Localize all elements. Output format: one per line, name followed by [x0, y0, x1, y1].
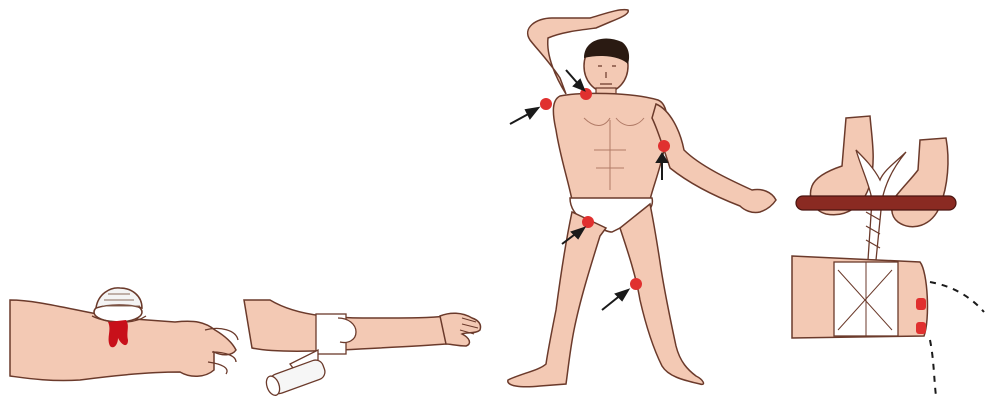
gauze-roll — [96, 288, 142, 308]
left-leg — [620, 204, 703, 384]
pressure-point-brachial — [658, 140, 670, 152]
pressure-points-figure — [508, 10, 776, 387]
tourniquet-panel — [792, 116, 984, 396]
right-hand — [892, 138, 948, 227]
wound-marker-2 — [916, 322, 926, 334]
bleeding-forearm-panel — [10, 288, 238, 381]
pressure-point-popliteal — [630, 278, 642, 290]
extended-arm — [652, 104, 776, 213]
tourniquet-stick — [796, 196, 956, 210]
bandage-panel — [244, 300, 481, 397]
pressure-point-axillary — [540, 98, 552, 110]
dashed-limb-outline — [930, 282, 984, 396]
right-leg — [508, 212, 606, 387]
pressure-point-femoral — [582, 216, 594, 228]
wound-marker-1 — [916, 298, 926, 310]
